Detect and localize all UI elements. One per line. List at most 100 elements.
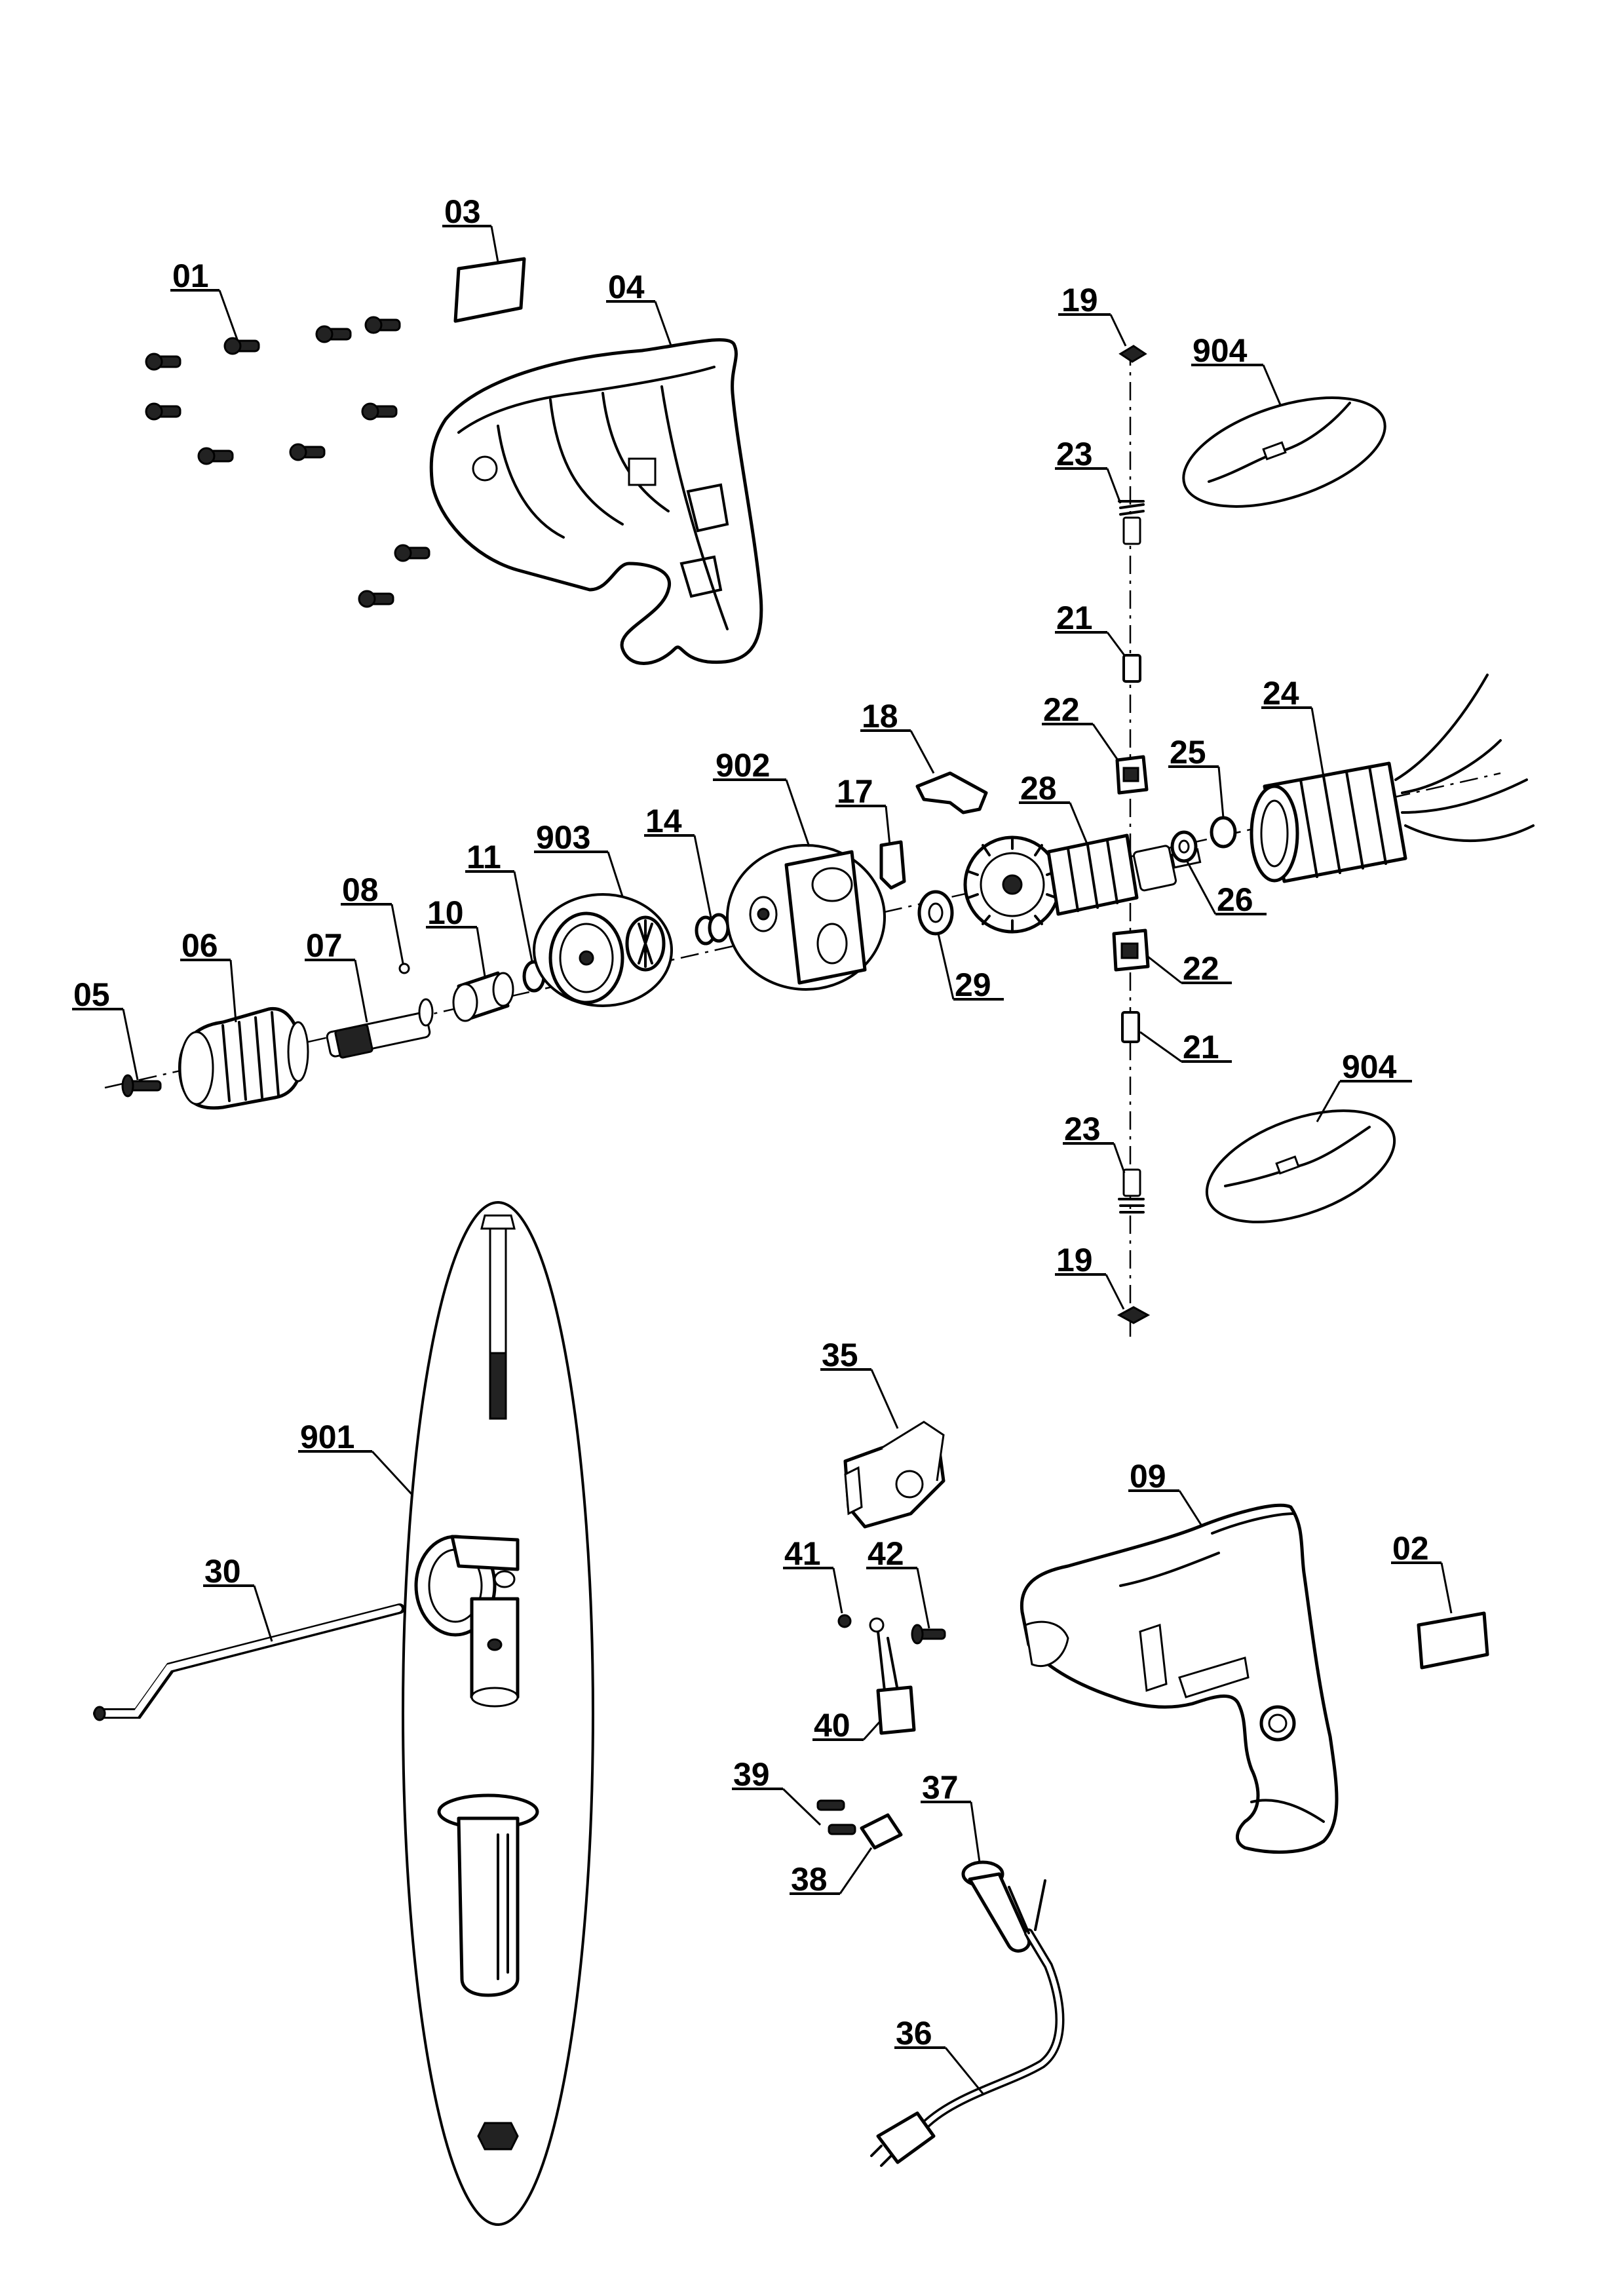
label-35: 35 [820, 1337, 899, 1429]
label-24: 24 [1261, 675, 1325, 777]
svg-text:903: 903 [536, 819, 590, 856]
label-09: 09 [1128, 1458, 1204, 1527]
label-08: 08 [341, 871, 404, 964]
svg-text:23: 23 [1064, 1111, 1101, 1147]
svg-text:25: 25 [1170, 734, 1206, 771]
label-37: 37 [921, 1769, 981, 1863]
label-19-bottom: 19 [1055, 1242, 1125, 1310]
svg-text:40: 40 [814, 1707, 850, 1744]
svg-text:22: 22 [1043, 691, 1080, 728]
svg-text:23: 23 [1056, 436, 1093, 472]
clamp-screws-part [816, 1799, 856, 1835]
svg-text:904: 904 [1342, 1048, 1397, 1085]
svg-text:38: 38 [791, 1861, 828, 1898]
svg-text:42: 42 [868, 1535, 904, 1572]
screws-part [145, 316, 430, 608]
armature-part [963, 833, 1202, 934]
svg-text:06: 06 [181, 927, 218, 964]
label-39: 39 [732, 1756, 822, 1826]
label-38: 38 [790, 1847, 873, 1898]
brush-cap-top-part [1118, 345, 1147, 363]
side-handle-assembly-part [402, 1201, 594, 2226]
label-23-bottom: 23 [1063, 1111, 1126, 1174]
svg-text:10: 10 [427, 894, 464, 931]
label-903: 903 [534, 819, 624, 897]
switch-part [843, 1421, 945, 1529]
label-22-top: 22 [1042, 691, 1119, 761]
damping-ring-part [1210, 816, 1237, 849]
brush-holder-bottom-part [1112, 928, 1150, 972]
label-18: 18 [860, 698, 935, 774]
svg-text:29: 29 [955, 966, 991, 1003]
needle-bearing-part [695, 913, 730, 946]
svg-text:01: 01 [172, 258, 209, 294]
carbon-brush-top-part [1118, 500, 1145, 545]
svg-text:21: 21 [1183, 1029, 1219, 1065]
svg-text:22: 22 [1183, 950, 1219, 987]
label-07: 07 [305, 927, 368, 1023]
cable-clip-part [915, 771, 988, 814]
brush-holder-top-part [1115, 755, 1149, 795]
svg-text:902: 902 [716, 747, 770, 784]
svg-text:03: 03 [444, 193, 481, 230]
depth-stop-rod-part [93, 1603, 405, 1721]
ball-bearing-front-part [917, 890, 954, 936]
brush-insulator-top-part [1122, 654, 1141, 683]
label-25: 25 [1168, 734, 1225, 818]
svg-text:37: 37 [922, 1769, 959, 1806]
svg-text:21: 21 [1056, 600, 1093, 636]
cable-sleeve-part [961, 1860, 1031, 1953]
label-26: 26 [1186, 861, 1267, 918]
svg-text:08: 08 [342, 871, 379, 908]
svg-text:04: 04 [608, 269, 645, 305]
brush-set-top-part [1182, 396, 1386, 508]
label-21-top: 21 [1055, 600, 1126, 656]
label-904-top: 904 [1191, 332, 1282, 407]
label-23-top: 23 [1055, 436, 1122, 504]
label-06: 06 [180, 927, 237, 1023]
svg-text:14: 14 [645, 803, 682, 839]
capacitor-part [869, 1617, 916, 1735]
label-22-bottom: 22 [1147, 950, 1232, 987]
svg-text:28: 28 [1020, 770, 1057, 807]
label-14: 14 [644, 803, 712, 918]
label-30: 30 [203, 1553, 273, 1642]
label-42: 42 [866, 1535, 930, 1629]
brush-insulator-bottom-part [1121, 1011, 1140, 1043]
label-901: 901 [298, 1419, 413, 1495]
svg-text:17: 17 [837, 773, 873, 810]
label-04: 04 [606, 269, 673, 348]
label-19-top: 19 [1058, 282, 1127, 347]
label-902: 902 [713, 747, 811, 847]
field-coil-part [1250, 674, 1535, 883]
label-17: 17 [835, 773, 891, 846]
ball-bearing-rear-part [1170, 830, 1198, 863]
gear-plate-assembly-part [726, 844, 886, 991]
label-36: 36 [894, 2015, 984, 2094]
label-05: 05 [72, 976, 139, 1081]
label-904-bottom: 904 [1316, 1048, 1412, 1122]
gear-set-part [533, 893, 673, 1007]
svg-text:35: 35 [822, 1337, 858, 1373]
svg-text:30: 30 [204, 1553, 241, 1590]
svg-text:901: 901 [300, 1419, 354, 1455]
svg-text:19: 19 [1061, 282, 1098, 318]
svg-text:18: 18 [862, 698, 898, 735]
label-28: 28 [1019, 770, 1089, 846]
svg-text:41: 41 [784, 1535, 821, 1572]
small-screw-part [837, 1614, 852, 1628]
chuck-screw-part [121, 1074, 162, 1098]
svg-text:24: 24 [1263, 675, 1299, 712]
svg-text:11: 11 [467, 839, 501, 875]
carbon-brush-bottom-part [1118, 1168, 1145, 1214]
svg-text:02: 02 [1392, 1530, 1429, 1567]
spindle-part [326, 998, 434, 1059]
bracket-part [879, 840, 906, 890]
housing-half-right-part [1020, 1503, 1339, 1854]
bushing-part [452, 971, 514, 1022]
svg-text:09: 09 [1130, 1458, 1166, 1495]
steel-ball-part [398, 963, 410, 974]
label-40: 40 [812, 1707, 883, 1744]
label-plate-part [453, 257, 526, 323]
